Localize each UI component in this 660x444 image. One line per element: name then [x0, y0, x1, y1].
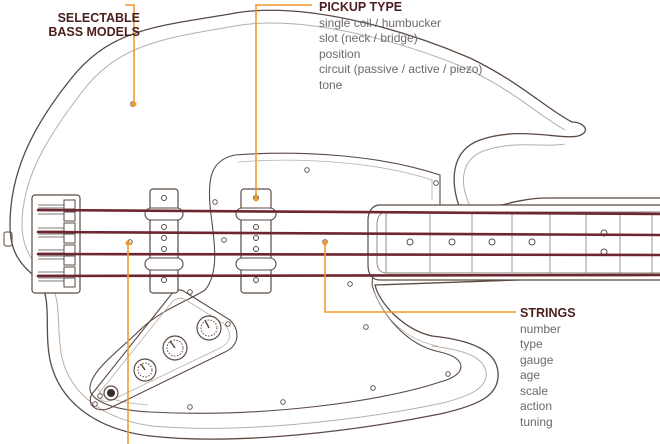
volume-knob-2	[162, 335, 188, 361]
jack-socket	[3, 231, 13, 247]
callout-strings: STRINGS number type gauge age scale acti…	[520, 306, 576, 430]
control-plate-inner	[98, 297, 230, 402]
neck-pickup	[235, 188, 277, 294]
pickup-type-item: slot (neck / bridge)	[319, 31, 418, 45]
callout-bass-models: SELECTABLE BASS MODELS	[22, 11, 140, 39]
bridge	[31, 194, 81, 294]
tone-knob	[133, 358, 157, 382]
strings-item: scale	[520, 383, 549, 398]
callout-endpoint-dots	[125, 101, 328, 246]
callout-leaders	[125, 4, 516, 444]
bass-body-outline	[9, 9, 660, 440]
strings-item: age	[520, 368, 541, 382]
bass-models-title-line2: BASS MODELS	[48, 25, 140, 39]
strings	[36, 208, 660, 278]
bass-models-title-line1: SELECTABLE	[57, 11, 140, 25]
pickup-type-title: PICKUP TYPE	[319, 0, 403, 14]
output-jack	[103, 385, 119, 401]
pickup-type-item: position	[319, 46, 361, 61]
volume-knob-1	[196, 315, 222, 341]
callout-pickup-type: PICKUP TYPE single coil / humbucker slot…	[319, 0, 482, 93]
pickguard-screws	[92, 167, 451, 410]
pickup-type-item: circuit (passive / active / piezo)	[319, 62, 483, 76]
pickup-type-item: single coil / humbucker	[319, 15, 442, 30]
pickup-type-item: tone	[319, 77, 343, 92]
strings-item: type	[520, 337, 543, 351]
strings-item: tuning	[520, 414, 553, 429]
strings-item: action	[520, 399, 553, 413]
neck	[367, 204, 660, 281]
strings-item: gauge	[520, 352, 554, 367]
pickguard	[89, 152, 462, 414]
strings-title: STRINGS	[520, 306, 576, 320]
horn-bevel-line	[462, 143, 566, 207]
bridge-pickup	[144, 188, 184, 294]
strings-item: number	[520, 321, 561, 336]
